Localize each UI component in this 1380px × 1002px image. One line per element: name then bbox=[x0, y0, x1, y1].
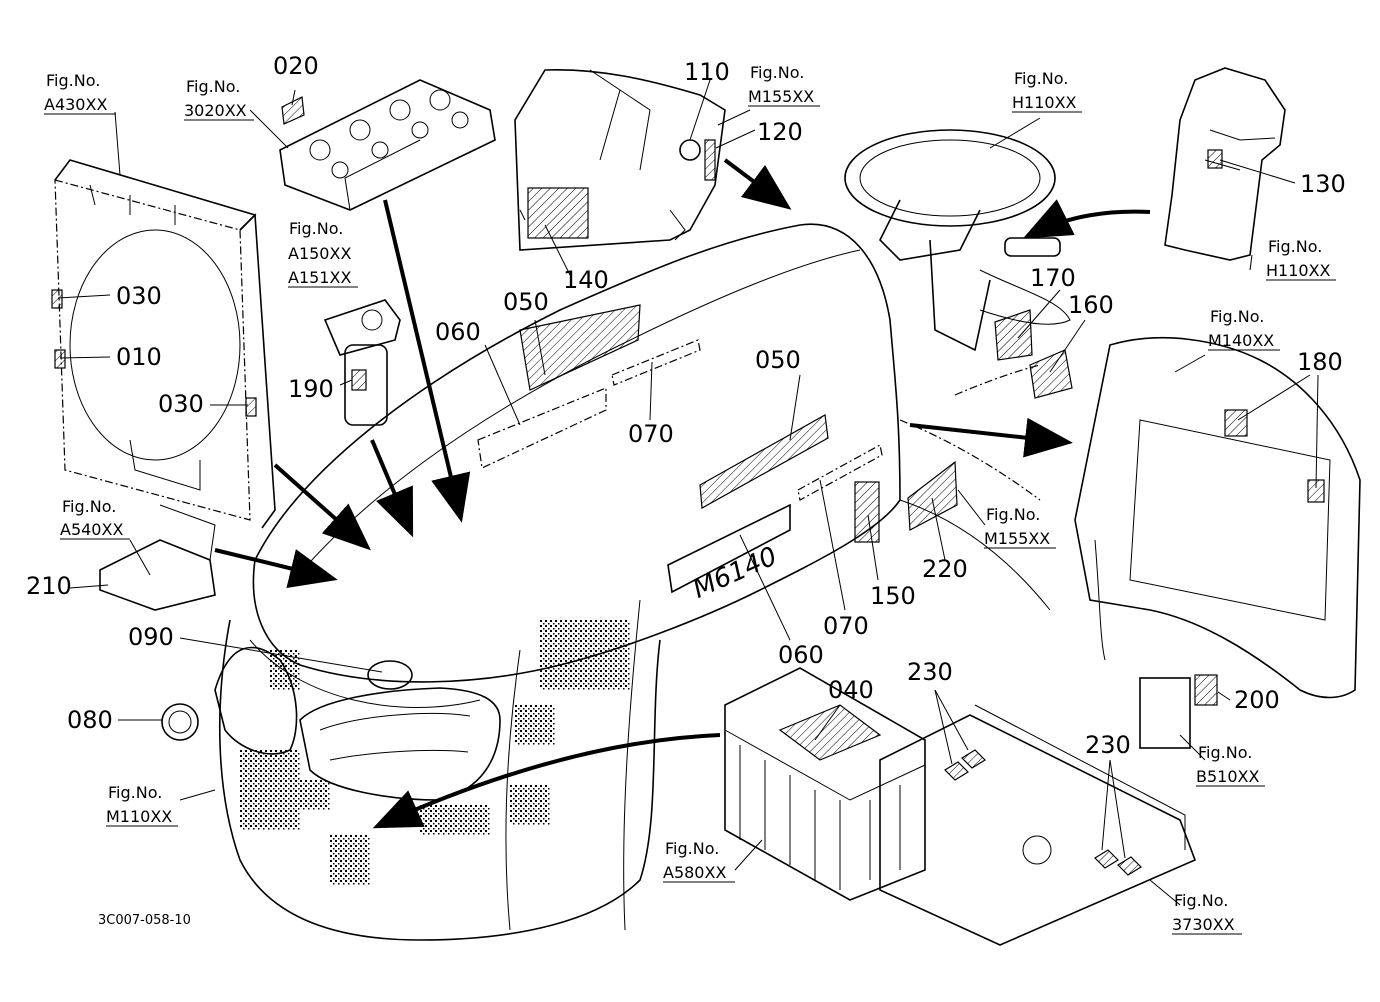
svg-text:M155XX: M155XX bbox=[984, 529, 1050, 548]
callout-090: 090 bbox=[128, 623, 174, 651]
steering-column bbox=[844, 129, 1073, 399]
svg-text:Fig.No.: Fig.No. bbox=[186, 77, 240, 96]
callout-170: 170 bbox=[1030, 264, 1076, 292]
callout-120: 120 bbox=[757, 118, 803, 146]
fig-ref-3730XX: Fig.No. 3730XX bbox=[1172, 891, 1242, 935]
assembly-arrows bbox=[214, 158, 1151, 829]
battery bbox=[724, 667, 926, 901]
callout-050-left: 050 bbox=[503, 288, 549, 316]
callout-110: 110 bbox=[684, 58, 730, 86]
callout-050-right: 050 bbox=[755, 346, 801, 374]
svg-text:3730XX: 3730XX bbox=[1172, 915, 1235, 934]
model-decal-text: M6140 bbox=[688, 541, 781, 604]
cylinder-head bbox=[279, 79, 496, 211]
callout-labels: 020 110 120 130 030 010 030 190 140 050 … bbox=[26, 52, 1346, 759]
svg-text:Fig.No.: Fig.No. bbox=[1014, 69, 1068, 88]
callout-070-upper: 070 bbox=[628, 420, 674, 448]
svg-text:H110XX: H110XX bbox=[1266, 261, 1331, 280]
fuel-filter bbox=[323, 299, 401, 426]
svg-text:Fig.No.: Fig.No. bbox=[1268, 237, 1322, 256]
figure-references: Fig.No. A430XX Fig.No. 3020XX Fig.No. A1… bbox=[44, 63, 1336, 935]
fig-ref-B510XX: Fig.No. B510XX bbox=[1196, 743, 1265, 787]
svg-text:Fig.No.: Fig.No. bbox=[289, 219, 343, 238]
svg-text:3020XX: 3020XX bbox=[184, 101, 247, 120]
callout-020: 020 bbox=[273, 52, 319, 80]
svg-text:Fig.No.: Fig.No. bbox=[108, 783, 162, 802]
callout-230-left: 230 bbox=[907, 658, 953, 686]
fig-ref-H110XX-wheel: Fig.No. H110XX bbox=[1012, 69, 1082, 113]
bonnet-hood bbox=[161, 223, 1051, 941]
svg-text:Fig.No.: Fig.No. bbox=[750, 63, 804, 82]
floor-plate bbox=[879, 704, 1197, 946]
svg-text:B510XX: B510XX bbox=[1196, 767, 1259, 786]
fig-ref-M155XX-top: Fig.No. M155XX bbox=[748, 63, 820, 107]
svg-text:Fig.No.: Fig.No. bbox=[1174, 891, 1228, 910]
callout-060-upper: 060 bbox=[435, 318, 481, 346]
callout-150: 150 bbox=[870, 582, 916, 610]
callout-210: 210 bbox=[26, 572, 72, 600]
callout-200: 200 bbox=[1234, 686, 1280, 714]
fig-ref-A580XX: Fig.No. A580XX bbox=[663, 839, 735, 883]
callout-220: 220 bbox=[922, 555, 968, 583]
fig-ref-M110XX: Fig.No. M110XX bbox=[106, 783, 178, 827]
callout-130: 130 bbox=[1300, 170, 1346, 198]
heat-shield-plate bbox=[99, 504, 216, 611]
drawing-code: 3C007-058-10 bbox=[98, 913, 191, 928]
callout-030-lower: 030 bbox=[158, 390, 204, 418]
callout-030-upper: 030 bbox=[116, 282, 162, 310]
svg-text:Fig.No.: Fig.No. bbox=[1210, 307, 1264, 326]
fig-ref-3020XX: Fig.No. 3020XX bbox=[184, 77, 254, 121]
svg-text:Fig.No.: Fig.No. bbox=[665, 839, 719, 858]
hood-decals: M6140 bbox=[477, 304, 958, 605]
leader-lines bbox=[57, 79, 1319, 906]
callout-180: 180 bbox=[1297, 348, 1343, 376]
fig-ref-M155XX-side: Fig.No. M155XX bbox=[984, 505, 1056, 549]
svg-text:A540XX: A540XX bbox=[60, 520, 123, 539]
callout-230-right: 230 bbox=[1085, 731, 1131, 759]
callout-080: 080 bbox=[67, 706, 113, 734]
svg-text:A150XX: A150XX bbox=[288, 244, 351, 263]
callout-040: 040 bbox=[828, 676, 874, 704]
svg-text:Fig.No.: Fig.No. bbox=[62, 497, 116, 516]
fig-ref-A540XX: Fig.No. A540XX bbox=[60, 497, 130, 540]
callout-060-lower: 060 bbox=[778, 641, 824, 669]
svg-text:Fig.No.: Fig.No. bbox=[986, 505, 1040, 524]
callout-070-lower: 070 bbox=[823, 612, 869, 640]
svg-text:Fig.No.: Fig.No. bbox=[46, 71, 100, 90]
fig-ref-M140XX: Fig.No. M140XX bbox=[1208, 307, 1280, 351]
callout-140: 140 bbox=[563, 266, 609, 294]
callout-190: 190 bbox=[288, 375, 334, 403]
svg-text:A430XX: A430XX bbox=[44, 95, 107, 114]
svg-text:H110XX: H110XX bbox=[1012, 93, 1077, 112]
radiator-shroud bbox=[51, 159, 276, 529]
cab-rear-panel bbox=[1074, 337, 1361, 749]
fig-ref-A150XX: Fig.No. A150XX A151XX bbox=[288, 219, 358, 288]
svg-text:A580XX: A580XX bbox=[663, 863, 726, 882]
callout-160: 160 bbox=[1068, 291, 1114, 319]
fig-ref-H110XX-fender: Fig.No. H110XX bbox=[1266, 237, 1336, 281]
svg-text:M110XX: M110XX bbox=[106, 807, 172, 826]
dash-panel bbox=[514, 68, 726, 251]
fender-cover bbox=[1164, 67, 1286, 261]
svg-text:M140XX: M140XX bbox=[1208, 331, 1274, 350]
fig-ref-A430XX: Fig.No. A430XX bbox=[44, 71, 116, 115]
svg-text:A151XX: A151XX bbox=[288, 268, 351, 287]
svg-text:Fig.No.: Fig.No. bbox=[1198, 743, 1252, 762]
svg-text:M155XX: M155XX bbox=[748, 87, 814, 106]
callout-010: 010 bbox=[116, 343, 162, 371]
